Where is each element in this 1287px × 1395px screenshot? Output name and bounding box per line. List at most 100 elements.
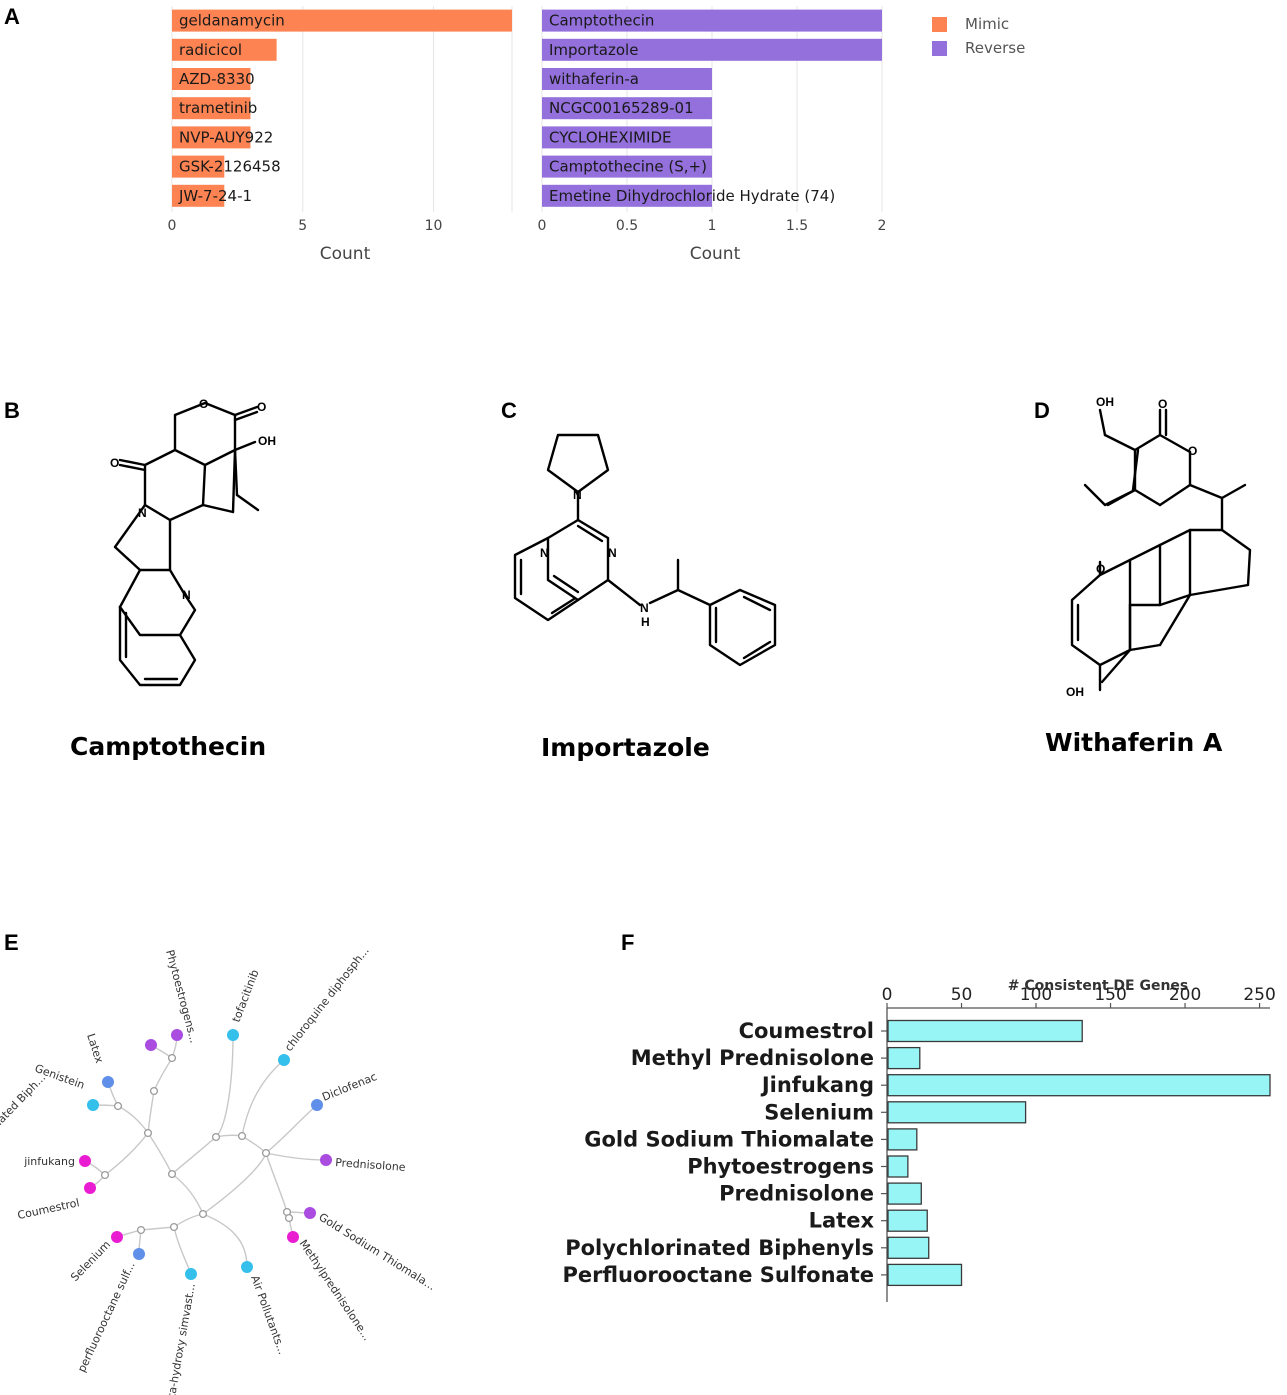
- a1-tick-label: 0: [168, 218, 177, 234]
- f-bar[interactable]: [887, 1236, 930, 1259]
- tree-leaf-node[interactable]: [304, 1207, 316, 1219]
- tree-e: Polychlorinated Biph...LatexPhytoestroge…: [0, 944, 438, 1395]
- a1-bar-label: AZD-8330: [179, 70, 255, 88]
- a2-tick-label: 1.5: [786, 218, 808, 234]
- f-bar[interactable]: [887, 1128, 918, 1151]
- camptothecin-atom-n1: N: [138, 506, 147, 520]
- f-bar[interactable]: [887, 1263, 963, 1287]
- tree-link: [153, 1057, 173, 1092]
- a1-bar[interactable]: [172, 38, 277, 61]
- a1-bar[interactable]: [172, 97, 251, 120]
- tree-leaf-node[interactable]: [320, 1154, 332, 1166]
- tree-internal-node[interactable]: [211, 1132, 221, 1142]
- tree-internal-node[interactable]: [261, 1148, 271, 1158]
- tree-leaf-node[interactable]: [79, 1155, 91, 1167]
- compound-name-importazole: Importazole: [541, 733, 710, 762]
- tree-leaf-node[interactable]: [111, 1231, 123, 1243]
- camptothecin-structure: O O O OH N N: [110, 397, 276, 687]
- legend-label-reverse: Reverse: [965, 39, 1026, 57]
- a2-bar-label: Camptothecin: [549, 12, 654, 30]
- f-tick-label: 50: [951, 985, 973, 1005]
- a2-bar[interactable]: [542, 97, 712, 120]
- panel-label-f: F: [621, 930, 635, 955]
- a2-bar[interactable]: [542, 155, 712, 178]
- f-tick-label: 200: [1169, 985, 1201, 1005]
- f-category-label: Jinfukang: [760, 1073, 874, 1097]
- withaferin-a-atom-o2: O: [1188, 444, 1197, 458]
- a1-bar[interactable]: [172, 9, 512, 32]
- tree-leaf-node[interactable]: [287, 1231, 299, 1243]
- tree-internal-node[interactable]: [237, 1131, 247, 1141]
- f-category-label: Phytoestrogens: [687, 1155, 874, 1179]
- tree-leaf-label: Prednisolone: [335, 1156, 406, 1174]
- legend-swatch-reverse: [932, 40, 947, 56]
- withaferin-a-atom-oh2: OH: [1066, 685, 1084, 699]
- tree-internal-node[interactable]: [149, 1086, 159, 1096]
- importazole-structure: N N N N H: [513, 433, 777, 667]
- f-category-label: Methyl Prednisolone: [631, 1046, 874, 1070]
- tree-leaf-node[interactable]: [227, 1029, 239, 1041]
- a1-bar-label: trametinib: [179, 99, 257, 117]
- tree-internal-node[interactable]: [100, 1170, 110, 1180]
- a2-tick-label: 1: [708, 218, 717, 234]
- a1-tick-label: 10: [425, 218, 443, 234]
- f-bar[interactable]: [887, 1046, 921, 1070]
- tree-leaf-node[interactable]: [133, 1248, 145, 1260]
- tree-leaf-node[interactable]: [278, 1054, 290, 1066]
- a1-bar[interactable]: [172, 68, 251, 90]
- tree-leaf-node[interactable]: [102, 1076, 114, 1088]
- panel-label-e: E: [4, 930, 19, 955]
- panel-label-b: B: [4, 398, 20, 423]
- tree-internal-node[interactable]: [167, 1053, 177, 1063]
- legend-item-mimic[interactable]: Mimic: [932, 12, 1025, 36]
- a1-bar[interactable]: [172, 155, 225, 178]
- tree-leaf-node[interactable]: [84, 1182, 96, 1194]
- chart-a-mimic-xlabel: Count: [320, 244, 371, 264]
- compound-name-withaferin-a: Withaferin A: [1045, 728, 1223, 757]
- tree-leaf-node[interactable]: [145, 1039, 157, 1051]
- tree-leaf-node[interactable]: [311, 1099, 323, 1111]
- f-bar[interactable]: [887, 1155, 909, 1178]
- a1-bar-label: NVP-AUY922: [179, 128, 273, 146]
- tree-leaf-node[interactable]: [171, 1029, 183, 1041]
- a2-bar-label: withaferin-a: [549, 70, 639, 88]
- legend-item-reverse[interactable]: Reverse: [932, 36, 1025, 60]
- tree-link: [104, 1132, 149, 1176]
- tree-leaf-node[interactable]: [241, 1261, 253, 1273]
- a2-bar[interactable]: [542, 68, 712, 90]
- f-bar[interactable]: [887, 1182, 922, 1205]
- f-tick-label: 150: [1094, 985, 1126, 1005]
- tree-leaf-label: Methylprednisolone...: [297, 1237, 374, 1343]
- tree-internal-node[interactable]: [113, 1101, 123, 1111]
- tree-internal-node[interactable]: [167, 1169, 177, 1179]
- compound-name-camptothecin: Camptothecin: [70, 732, 267, 761]
- a2-bar-label: Importazole: [549, 41, 638, 59]
- chart-a-reverse-xlabel: Count: [690, 244, 741, 264]
- f-tick-label: 0: [882, 985, 893, 1005]
- tree-internal-node[interactable]: [169, 1222, 179, 1232]
- a2-bar[interactable]: [542, 184, 712, 207]
- a1-bar[interactable]: [172, 184, 225, 207]
- a2-bar[interactable]: [542, 9, 882, 32]
- f-bar[interactable]: [887, 1209, 928, 1232]
- f-bar[interactable]: [887, 1019, 1083, 1043]
- a2-bar[interactable]: [542, 38, 882, 61]
- tree-leaf-node[interactable]: [87, 1099, 99, 1111]
- tree-leaf-node[interactable]: [185, 1268, 197, 1280]
- tree-internal-node[interactable]: [143, 1128, 153, 1138]
- tree-leaf-label: Phytoestrogens...: [163, 948, 200, 1044]
- tree-link: [171, 1136, 217, 1175]
- tree-leaf-label: perfluorooctane sulf...: [75, 1260, 138, 1375]
- tree-internal-node[interactable]: [198, 1209, 208, 1219]
- withaferin-a-structure: OH O O O OH: [1066, 395, 1252, 699]
- tree-internal-node[interactable]: [284, 1213, 294, 1223]
- a2-bar[interactable]: [542, 126, 712, 149]
- f-bar[interactable]: [887, 1101, 1027, 1124]
- tree-internal-node[interactable]: [136, 1225, 146, 1235]
- legend-swatch-mimic: [932, 16, 947, 32]
- tree-leaf-label: Selenium: [68, 1238, 113, 1284]
- a1-bar[interactable]: [172, 126, 251, 149]
- f-bar[interactable]: [887, 1074, 1271, 1097]
- importazole-atom-nh: N: [640, 601, 649, 615]
- tree-link: [173, 1226, 192, 1275]
